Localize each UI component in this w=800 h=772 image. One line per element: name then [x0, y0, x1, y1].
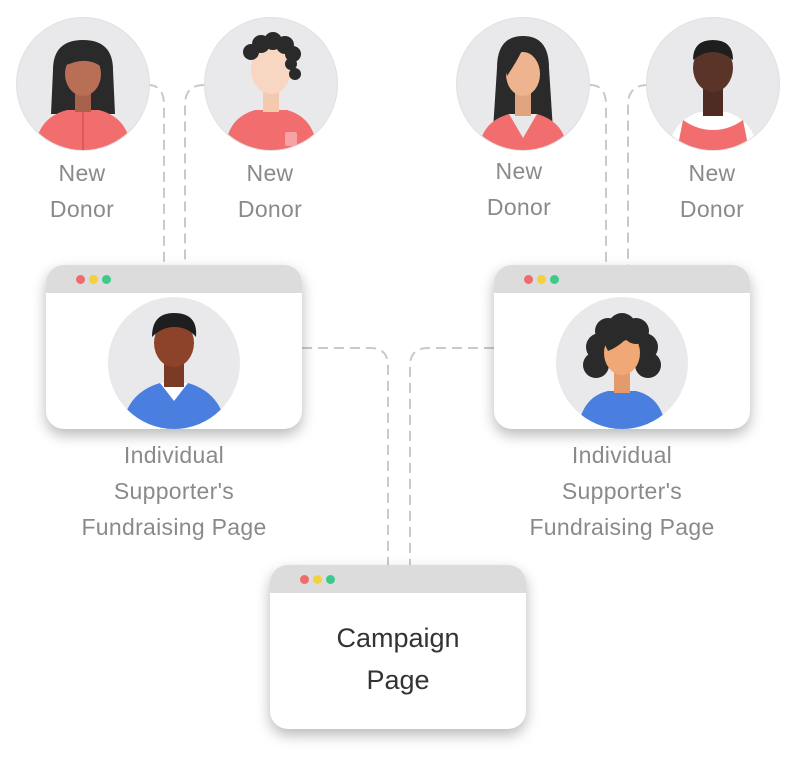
supporter-avatar-1: [108, 297, 240, 429]
close-dot-icon: [524, 275, 533, 284]
male-donor-avatar-icon: [669, 40, 757, 150]
minimize-dot-icon: [313, 575, 322, 584]
window-titlebar: [270, 565, 526, 593]
donor-avatar-1: [16, 17, 150, 151]
maximize-dot-icon: [326, 575, 335, 584]
male-supporter-avatar-icon: [122, 313, 226, 429]
supporter-avatar-2: [556, 297, 688, 429]
supporter-page-window-2: [494, 265, 750, 429]
minimize-dot-icon: [89, 275, 98, 284]
donor-avatar-4: [646, 17, 780, 151]
donor-avatar-3: [456, 17, 590, 151]
male-donor-avatar-icon: [225, 32, 317, 150]
maximize-dot-icon: [102, 275, 111, 284]
minimize-dot-icon: [537, 275, 546, 284]
donor-avatar-2: [204, 17, 338, 151]
female-supporter-avatar-icon: [578, 313, 666, 429]
window-titlebar: [46, 265, 302, 293]
close-dot-icon: [76, 275, 85, 284]
female-donor-avatar-icon: [35, 40, 131, 150]
supporter-page-window-1: [46, 265, 302, 429]
window-titlebar: [494, 265, 750, 293]
female-donor-avatar-icon: [479, 36, 567, 150]
close-dot-icon: [300, 575, 309, 584]
maximize-dot-icon: [550, 275, 559, 284]
